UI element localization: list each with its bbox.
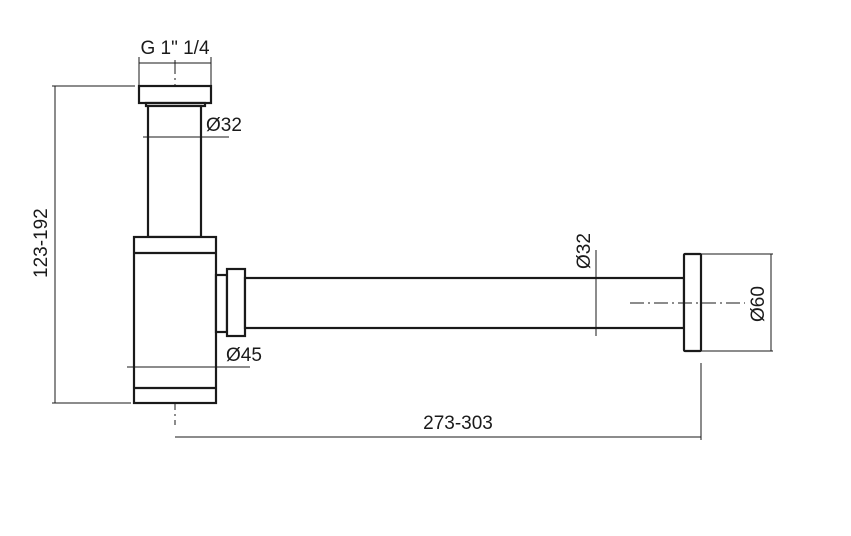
side-stub xyxy=(214,273,229,334)
outlet-pipe-diameter-label: Ø32 xyxy=(574,233,595,269)
bottle-body xyxy=(132,235,218,405)
upper-pipe xyxy=(146,104,203,239)
length-range-label: 273-303 xyxy=(423,413,493,434)
flange-diameter-label: Ø60 xyxy=(748,286,769,322)
outlet-pipe xyxy=(243,276,686,330)
top-cap xyxy=(137,84,213,105)
height-range-label: 123-192 xyxy=(31,208,52,278)
thread-label: G 1" 1/4 xyxy=(140,38,209,59)
upper-pipe-diameter-label: Ø32 xyxy=(206,115,242,136)
body-diameter-label: Ø45 xyxy=(226,345,262,366)
side-nut xyxy=(225,267,247,338)
trap-body xyxy=(132,84,703,405)
